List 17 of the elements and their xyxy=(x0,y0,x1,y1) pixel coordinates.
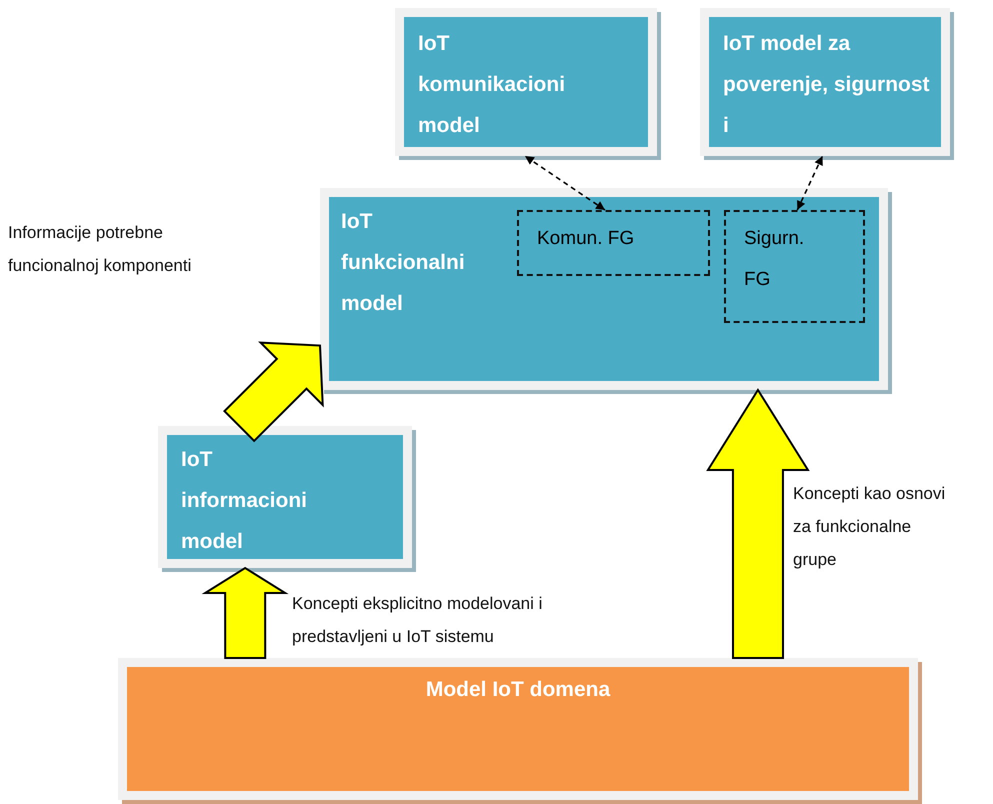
block-arrow xyxy=(202,566,289,660)
group-label: Komun. FG xyxy=(537,227,636,251)
box-title: Model IoT domena xyxy=(424,677,612,703)
arrow xyxy=(796,156,824,210)
box-title: IoT informacioni model xyxy=(181,447,308,555)
box-title: IoT model za poverenje, sigurnost i xyxy=(723,31,931,139)
arrow xyxy=(524,155,606,211)
functional-group-box xyxy=(517,210,710,276)
functional-group-box xyxy=(724,210,865,323)
box-title: IoT komunikacioni model xyxy=(418,31,566,139)
block-arrow xyxy=(223,342,324,442)
note-text: Informacije potrebne funcionalnoj komponenti xyxy=(8,222,192,277)
edge-label: Koncepti eksplicitno modelovani i predstavljeni u IoT sistemu xyxy=(292,593,544,648)
block-arrow xyxy=(706,388,810,659)
box-title: IoT funkcionalni model xyxy=(341,209,466,317)
group-label: Sigurn. FG xyxy=(744,227,806,292)
edge-label: Koncepti kao osnovi za funkcionalne grupe xyxy=(793,483,946,571)
